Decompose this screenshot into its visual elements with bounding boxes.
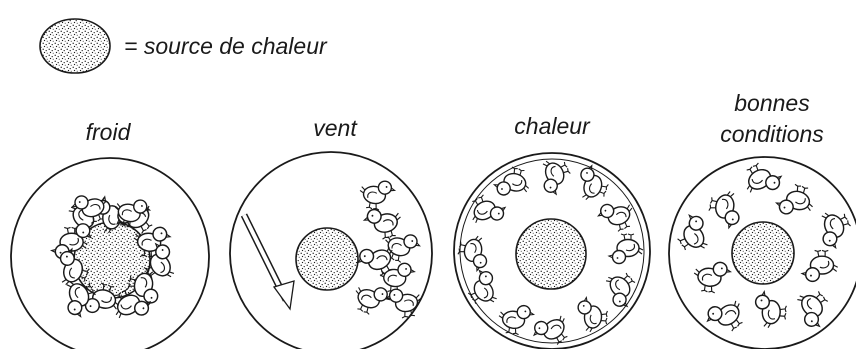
panel-label-vent: vent xyxy=(313,115,358,141)
panel-label-chaleur: chaleur xyxy=(514,113,591,139)
panel-label-bonnes: bonnes xyxy=(734,90,810,116)
panel-label-froid: froid xyxy=(86,119,132,145)
heat-source xyxy=(732,222,794,284)
legend: = source de chaleur xyxy=(40,19,328,73)
legend-text: = source de chaleur xyxy=(124,33,328,59)
heat-source xyxy=(296,228,358,290)
heat-source xyxy=(516,219,586,289)
panel-label-conditions: conditions xyxy=(720,121,824,147)
heat-source-legend-icon xyxy=(40,19,110,73)
